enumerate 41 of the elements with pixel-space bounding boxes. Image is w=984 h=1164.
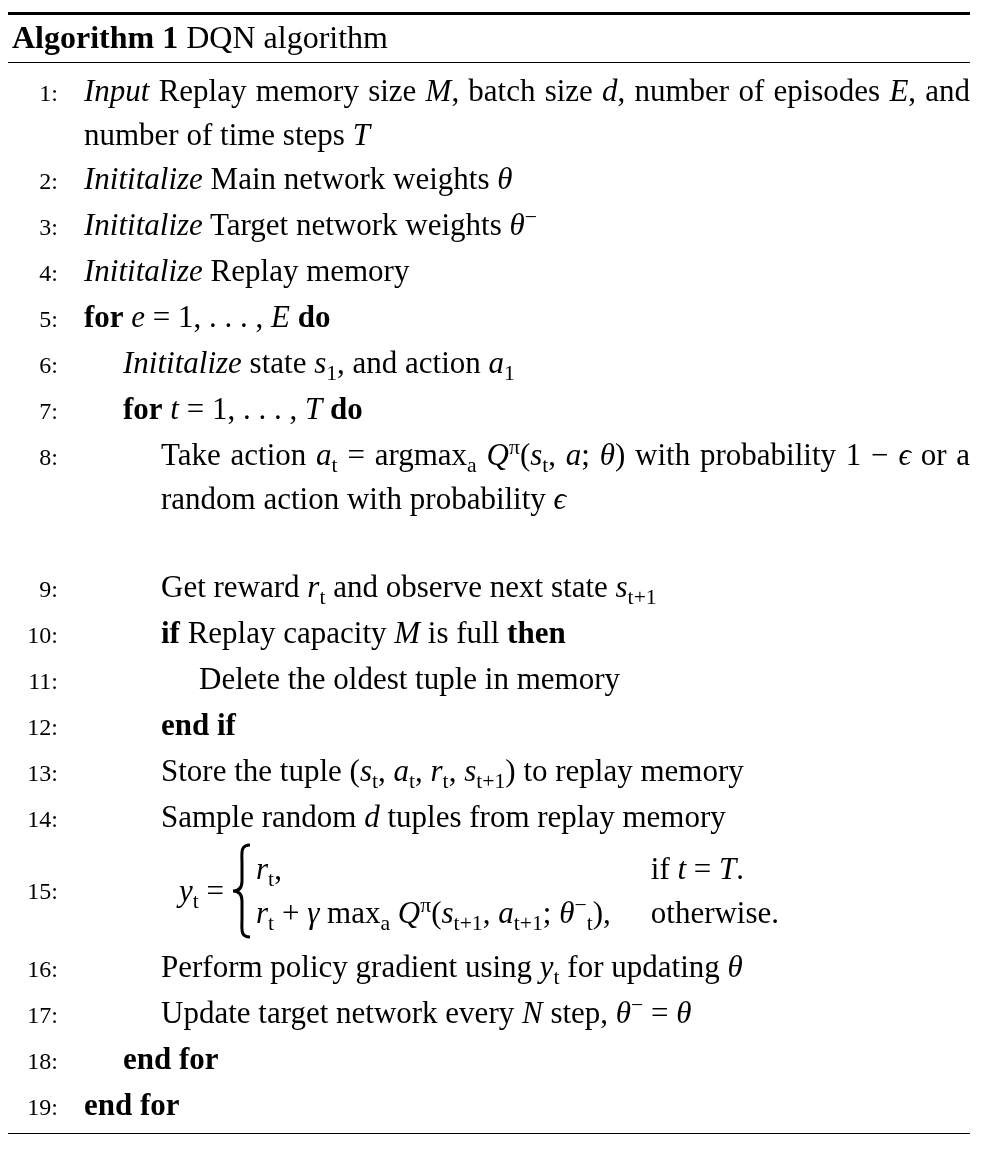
algorithm-step: end if — [161, 703, 970, 747]
line-number: 6: — [38, 351, 58, 380]
line-number: 19: — [26, 1093, 58, 1122]
line-number: 13: — [26, 759, 58, 788]
line-number: 7: — [38, 397, 58, 426]
line-number: 10: — [26, 621, 58, 650]
line-number: 16: — [26, 955, 58, 984]
algorithm-step: end for — [123, 1037, 970, 1081]
line-number: 3: — [38, 213, 58, 242]
algorithm-title: Algorithm 1 DQN algorithm — [11, 18, 389, 57]
algorithm-step: Store the tuple (s$_{t}$, a$_{t}$, r$_{t}$, s$_{t+1}$) to replay memory — [161, 749, 970, 793]
line-number: 8: — [38, 443, 58, 472]
line-number: 14: — [26, 805, 58, 834]
line-number: 12: — [26, 713, 58, 742]
algorithm-step: Inititalize Target network weights θ$^{−}$ — [84, 203, 970, 247]
line-number: 9: — [38, 575, 58, 604]
formula-text: r$_{t}$, — [256, 850, 283, 891]
line-number: 17: — [26, 1001, 58, 1030]
algorithm-step: Take action a$_{t}$ = argmax$_{a}$ Q$^{π}$(s$_{t}$, a; θ) with probability 1 − ϵ or a random action with probability ϵ — [161, 433, 970, 521]
algorithm-step: Inititalize Replay memory — [84, 249, 970, 293]
algorithm-step: end for — [84, 1083, 970, 1127]
algorithm-step: Delete the oldest tuple in memory — [199, 657, 970, 701]
algorithm-step: Sample random d tuples from replay memory — [161, 795, 970, 839]
algorithm-step: if Replay capacity M is full then — [161, 611, 970, 655]
algorithm-step: Perform policy gradient using y$_{t}$ for updating θ — [161, 945, 970, 989]
formula-text: if t = T. — [650, 850, 746, 888]
algorithm-step: Get reward r$_{t}$ and observe next state s$_{t+1}$ — [161, 565, 970, 609]
line-number: 15: — [26, 877, 58, 906]
line-number: 2: — [38, 167, 58, 196]
formula-text: otherwise. — [650, 894, 780, 932]
algorithm-step: Update target network every N step, θ$^{−}$ = θ — [161, 991, 970, 1035]
line-number: 11: — [27, 667, 58, 696]
line-number: 1: — [38, 79, 58, 108]
line-number: 18: — [26, 1047, 58, 1076]
line-number: 5: — [38, 305, 58, 334]
formula-text: r$_{t}$ + γ max$_{a}$ Q$^{π}$(s$_{t+1}$, a$_{t+1}$; θ$^{−}$$_{t}$), — [256, 891, 611, 935]
algorithm-step: Inititalize state s$_{1}$, and action a$_{1}$ — [123, 341, 970, 385]
algorithm-step: for e = 1, . . . , E do — [84, 295, 970, 339]
line-number: 4: — [38, 259, 58, 288]
algorithm-step: Inititalize Main network weights θ — [84, 157, 970, 201]
algorithm-step: for t = 1, . . . , T do — [123, 387, 970, 431]
